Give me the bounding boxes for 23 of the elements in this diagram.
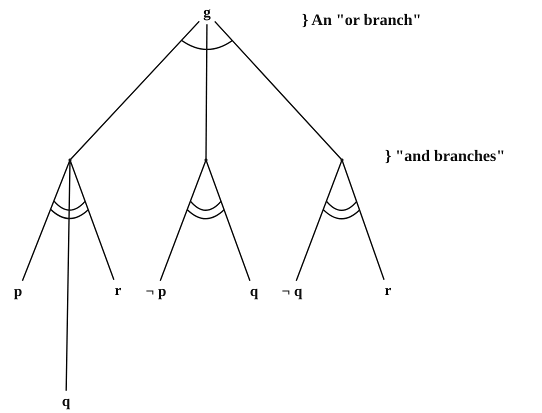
branch-line (296, 160, 343, 281)
branch-line (205, 24, 208, 160)
node-label: q (248, 282, 260, 302)
branch-line (22, 160, 71, 281)
node-label: ¬ q (280, 282, 304, 302)
branch-line (69, 20, 200, 160)
branch-line (69, 160, 115, 280)
annotation-text: } "and branches" (385, 148, 506, 166)
junction-point (68, 158, 72, 162)
branch-line (160, 160, 207, 281)
branch-line (214, 20, 343, 160)
node-label: r (112, 282, 124, 300)
node-label: g (201, 4, 213, 22)
junction-point (340, 158, 344, 162)
branch-line (341, 160, 385, 280)
node-label: ¬ p (144, 282, 168, 302)
annotation-text: } An "or branch" (302, 12, 422, 30)
node-label: r (382, 282, 394, 300)
node-label: p (12, 282, 24, 302)
branch-line (65, 160, 71, 391)
branch-line (205, 160, 251, 281)
junction-point (204, 158, 208, 162)
node-label: q (60, 392, 72, 412)
